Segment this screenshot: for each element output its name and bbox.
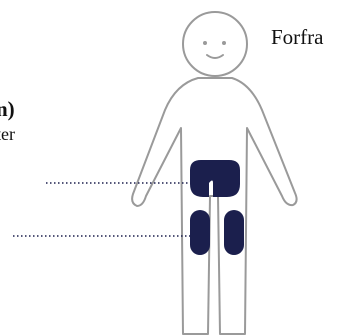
body-outline [132,78,297,334]
pelvis-marker [190,160,240,197]
cropped-heading-text: n) [0,99,15,120]
right-eye [222,41,226,45]
mouth [207,55,223,58]
left-eye [203,41,207,45]
right-thigh-marker [224,210,244,255]
left-thigh-marker [190,210,210,255]
front-view-label: Forfra [271,27,323,48]
cropped-subtext: ter [0,125,15,143]
head-outline [183,12,247,76]
